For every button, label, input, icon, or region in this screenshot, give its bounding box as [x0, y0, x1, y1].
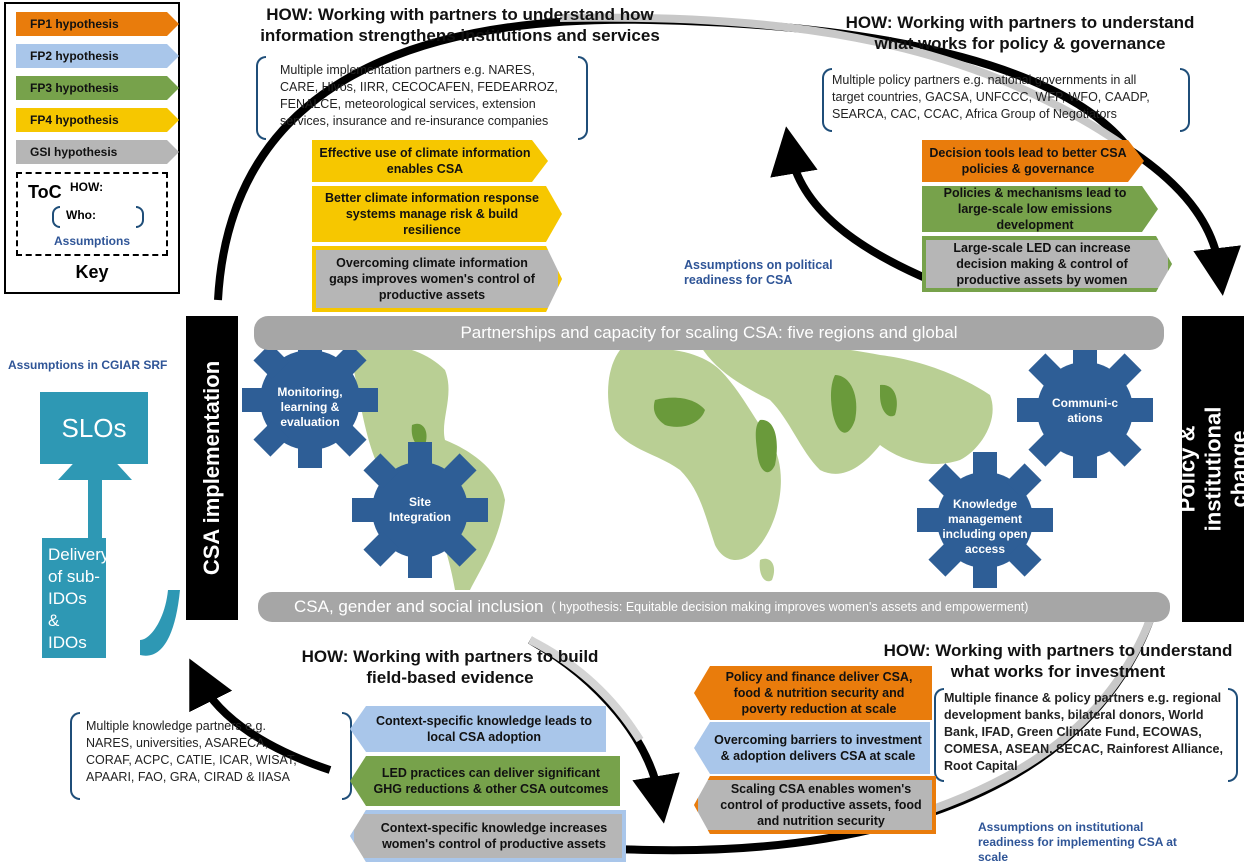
bar-csa-implementation-label: CSA implementation [199, 360, 225, 576]
key-toc: ToC [28, 182, 62, 202]
partner-line: development banks, bilateral donors, Wor… [944, 708, 1204, 722]
partner-line: CORAF, ACPC, CATIE, ICAR, WISAT, [86, 753, 297, 767]
hyp-gsi-info-gaps: Overcoming climate information gaps impr… [312, 246, 562, 312]
gear-label-km: Knowledge management including open acce… [942, 497, 1028, 556]
hyp-fp4-effective-use: Effective use of climate information ena… [312, 140, 548, 182]
band-partnerships-label: Partnerships and capacity for scaling CS… [460, 323, 958, 342]
bar-policy-change-label: Policy & institutional change [1174, 406, 1248, 532]
gear-label-site: Site Integration [389, 495, 451, 524]
hyp-fp3-policies-led: Policies & mechanisms lead to large-scal… [922, 186, 1158, 232]
heading-top-left-2: information strengthens institutions and… [260, 26, 660, 45]
heading-bottom-left-2: field-based evidence [366, 668, 534, 687]
band-gender: CSA, gender and social inclusion ( hypot… [258, 592, 1170, 622]
partner-line: Root Capital [944, 759, 1018, 773]
partners-top-left: Multiple implementation partners e.g. NA… [280, 62, 580, 130]
partner-line: CARE, Hivos, IIRR, CECOCAFEN, FEDEARROZ, [280, 80, 558, 94]
gear-km [917, 452, 1053, 588]
partner-line: SEARCA, CAC, CCAC, Africa Group of Negot… [832, 107, 1117, 121]
slo-arrow [58, 440, 132, 540]
key-fp4: FP4 hypothesis [16, 108, 179, 132]
partner-line: Multiple policy partners e.g. national g… [832, 73, 1137, 87]
cycle-arrow-right [1127, 146, 1241, 296]
heading-bottom-left-1: HOW: Working with partners to build [301, 647, 599, 666]
gear-mle [242, 332, 378, 468]
band-gender-label: CSA, gender and social inclusion [294, 597, 544, 616]
partner-line: NARES, universities, ASARECA, [86, 736, 269, 750]
heading-bottom-right-2: what works for investment [950, 662, 1166, 681]
partner-line: Bank, IFAD, Green Climate Fund, ECOWAS, [944, 725, 1202, 739]
key-gsi: GSI hypothesis [16, 140, 179, 164]
hyp-fp4-response-systems: Better climate information response syst… [312, 186, 562, 242]
partner-line: target countries, GACSA, UNFCCC, WFP, WF… [832, 90, 1150, 104]
gear-site [352, 442, 488, 578]
bracket-bottom-right-l [934, 688, 944, 782]
hyp-fp1-policy-finance: Policy and finance deliver CSA, food & n… [694, 666, 932, 720]
assumption-institutional: Assumptions on institutional readiness f… [978, 820, 1177, 864]
partners-bottom-left: Multiple knowledge partners e.g. NARES, … [86, 718, 346, 786]
cycle-arrow-inner-top [770, 126, 932, 284]
key-panel: FP1 hypothesis FP2 hypothesis FP3 hypoth… [4, 2, 180, 294]
partners-top-right: Multiple policy partners e.g. national g… [832, 72, 1182, 123]
partner-line: services, insurance and re-insurance com… [280, 114, 549, 128]
key-fp2: FP2 hypothesis [16, 44, 179, 68]
cycle-arc-bottom-faded [898, 618, 1154, 824]
key-fp1: FP1 hypothesis [16, 12, 179, 36]
partner-line: COMESA, ASEAN, SECAC, Rainforest Allianc… [944, 742, 1223, 756]
partner-line: APAARI, FAO, GRA, CIRAD & IIASA [86, 770, 290, 784]
partner-line: Multiple implementation partners e.g. NA… [280, 63, 535, 77]
bracket-bottom-left-l [70, 712, 80, 800]
key-how: HOW: [70, 180, 104, 194]
key-toc-box: ToC HOW: Who: Assumptions [16, 172, 168, 256]
partner-line: Multiple finance & policy partners e.g. … [944, 691, 1222, 705]
assumption-cgiar: Assumptions in CGIAR SRF [8, 358, 168, 372]
band-gender-note: ( hypothesis: Equitable decision making … [551, 600, 1029, 614]
assumption-political: Assumptions on political readiness for C… [684, 258, 833, 287]
cycle-arc-top-faded [559, 13, 1133, 154]
heading-bottom-right-1: HOW: Working with partners to understand [883, 641, 1233, 660]
hyp-gsi-scaling-csa: Scaling CSA enables women's control of p… [694, 776, 936, 834]
bracket-top-right-l [822, 68, 832, 132]
band-partnerships: Partnerships and capacity for scaling CS… [254, 316, 1164, 350]
gear-label-mle: Monitoring, learning & evaluation [277, 385, 343, 429]
bracket-top-left-l [256, 56, 266, 140]
heading-top-right-1: HOW: Working with partners to understand [845, 13, 1195, 32]
hyp-fp2-context-knowledge: Context-specific knowledge leads to loca… [350, 706, 606, 752]
bar-csa-implementation: CSA implementation [186, 316, 238, 620]
delivery-label: Delivery of sub-IDOs & IDOs [48, 545, 110, 652]
partner-line: FENALCE, meteorological services, extens… [280, 97, 536, 111]
key-title: Key [75, 262, 109, 282]
heading-top-right-2: what works for policy & governance [874, 34, 1166, 53]
key-who: Who: [66, 208, 96, 222]
gear-comm [1017, 342, 1153, 478]
hyp-gsi-large-scale-led: Large-scale LED can increase decision ma… [922, 236, 1172, 292]
key-fp3: FP3 hypothesis [16, 76, 179, 100]
delivery-hook [140, 590, 180, 656]
hyp-gsi-women-control: Context-specific knowledge increases wom… [350, 810, 626, 862]
gear-label-comm: Communi-cations [1052, 396, 1118, 425]
slos-label: SLOs [61, 412, 127, 443]
slos-box: SLOs [40, 392, 148, 464]
hyp-fp1-decision-tools: Decision tools lead to better CSA polici… [922, 140, 1144, 182]
bar-policy-change: Policy & institutional change [1174, 316, 1248, 622]
heading-top-left-1: HOW: Working with partners to understand… [266, 5, 654, 24]
key-assumptions: Assumptions [54, 234, 131, 248]
hyp-fp3-led-practices: LED practices can deliver significant GH… [350, 756, 620, 806]
delivery-box: Delivery of sub-IDOs & IDOs [42, 538, 110, 658]
hyp-fp2-overcoming-barriers: Overcoming barriers to investment & adop… [694, 722, 930, 774]
cycle-arrow-left [189, 658, 332, 774]
partner-line: Multiple knowledge partners e.g. [86, 719, 266, 733]
partners-bottom-right: Multiple finance & policy partners e.g. … [944, 690, 1234, 775]
